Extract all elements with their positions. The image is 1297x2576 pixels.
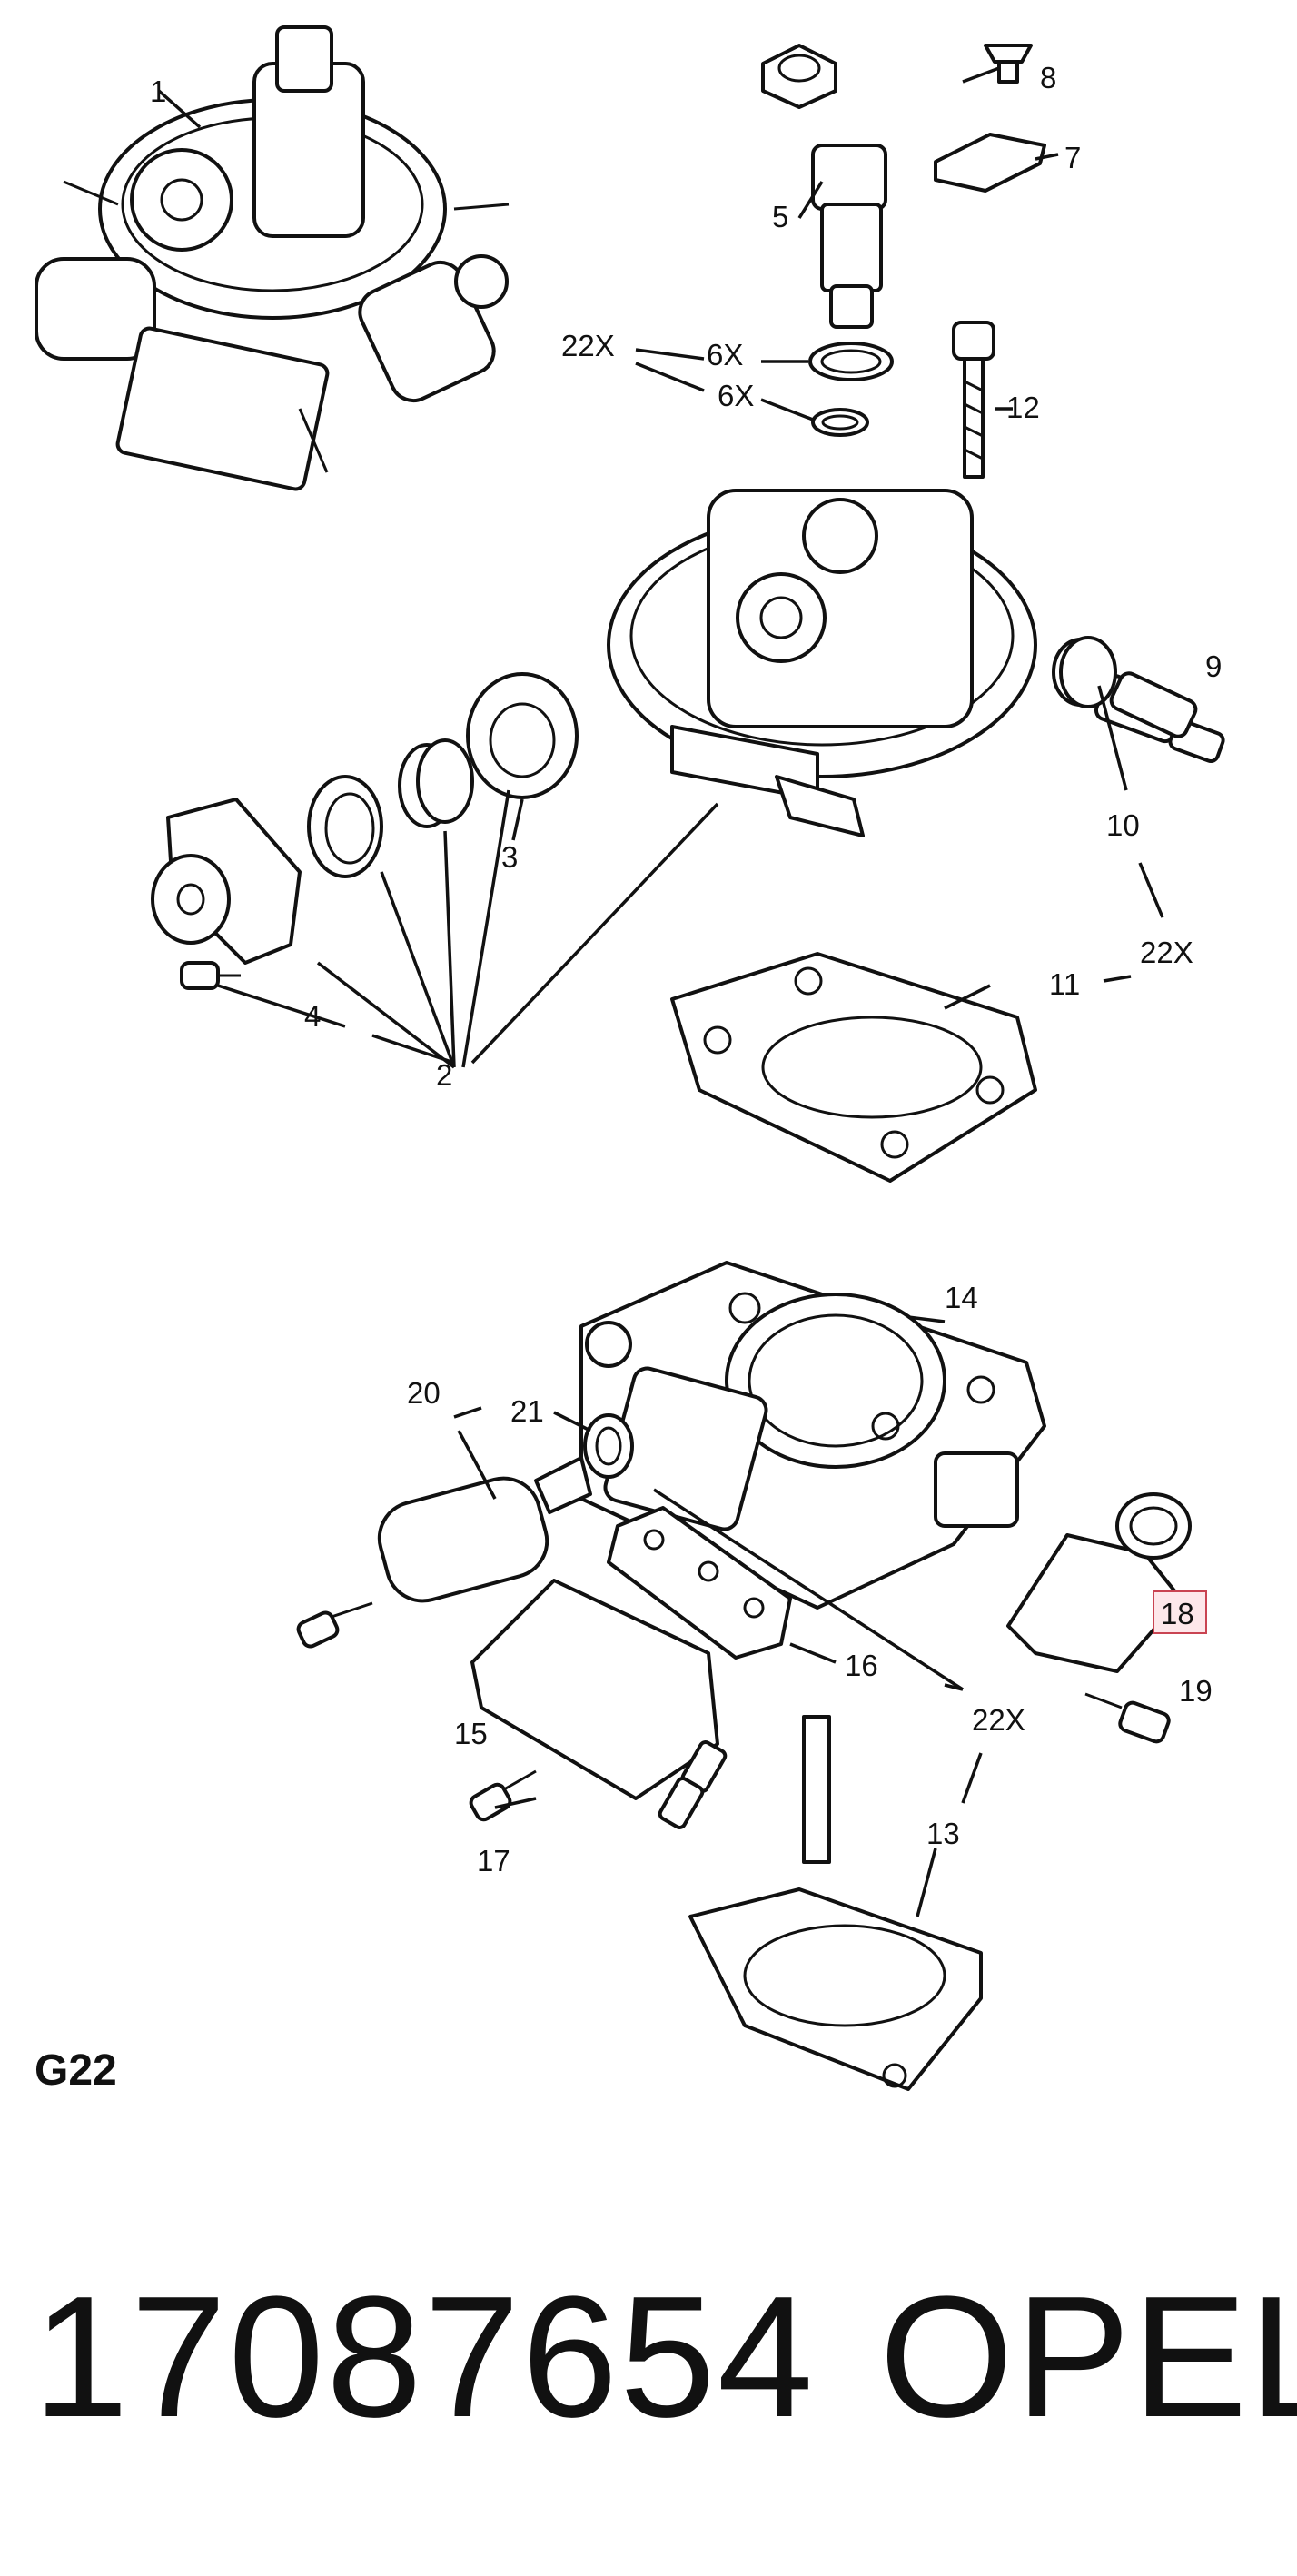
assembled-throttle-body bbox=[35, 25, 510, 491]
tps-18 bbox=[1006, 1492, 1192, 1744]
idle-control-parts bbox=[151, 672, 579, 990]
callout-16: 16 bbox=[845, 1649, 878, 1682]
callout-12: 12 bbox=[1006, 391, 1040, 424]
callout-7: 7 bbox=[1064, 141, 1081, 174]
callout-8: 8 bbox=[1040, 61, 1056, 94]
gasket-11 bbox=[670, 952, 1037, 1183]
callout-5: 5 bbox=[772, 200, 788, 233]
gasket-16 bbox=[607, 1506, 792, 1660]
callout-22x-b: 22X bbox=[1140, 936, 1193, 969]
throttle-housing-14 bbox=[579, 1261, 1046, 1610]
idle-motor-20 bbox=[377, 1413, 634, 1603]
callout-11: 11 bbox=[1049, 967, 1080, 1001]
callouts: 1 8 7 5 22X 6X 6X 12 9 10 22X 11 3 4 2 1… bbox=[150, 61, 1222, 1878]
callout-2: 2 bbox=[436, 1058, 452, 1092]
callout-19: 19 bbox=[1179, 1674, 1213, 1708]
callout-15: 15 bbox=[454, 1717, 488, 1750]
brand-name: OPEL bbox=[879, 2261, 1297, 2453]
exploded-parts-diagram: 1 8 7 5 22X 6X 6X 12 9 10 22X 11 3 4 2 1… bbox=[35, 25, 1225, 2091]
callout-18: 18 bbox=[1161, 1597, 1194, 1630]
diagram-group-label: G22 bbox=[35, 2046, 117, 2095]
fitting-and-seal bbox=[1059, 636, 1198, 738]
upper-housing bbox=[607, 489, 1225, 837]
callout-9: 9 bbox=[1205, 649, 1222, 683]
callout-3: 3 bbox=[501, 840, 518, 874]
gasket-13 bbox=[688, 1715, 983, 2091]
bolt-12 bbox=[952, 321, 995, 479]
callout-1: 1 bbox=[150, 74, 166, 108]
part-number: 17087654 bbox=[33, 2261, 816, 2453]
sensor-15 bbox=[296, 1579, 728, 1829]
callout-17: 17 bbox=[477, 1844, 510, 1878]
callout-21: 21 bbox=[510, 1394, 544, 1428]
callout-6x-a: 6X bbox=[707, 338, 743, 372]
callout-22x-c: 22X bbox=[972, 1703, 1025, 1737]
leader-lines bbox=[157, 66, 1164, 1917]
callout-22x-a: 22X bbox=[561, 329, 615, 362]
callout-14: 14 bbox=[945, 1281, 978, 1314]
callout-10: 10 bbox=[1106, 808, 1140, 842]
callout-20: 20 bbox=[407, 1376, 441, 1410]
injector-group bbox=[761, 44, 1046, 437]
callout-13: 13 bbox=[926, 1817, 960, 1850]
callout-4: 4 bbox=[304, 999, 321, 1033]
callout-18-highlight bbox=[1153, 1590, 1207, 1634]
callout-6x-b: 6X bbox=[718, 379, 754, 412]
